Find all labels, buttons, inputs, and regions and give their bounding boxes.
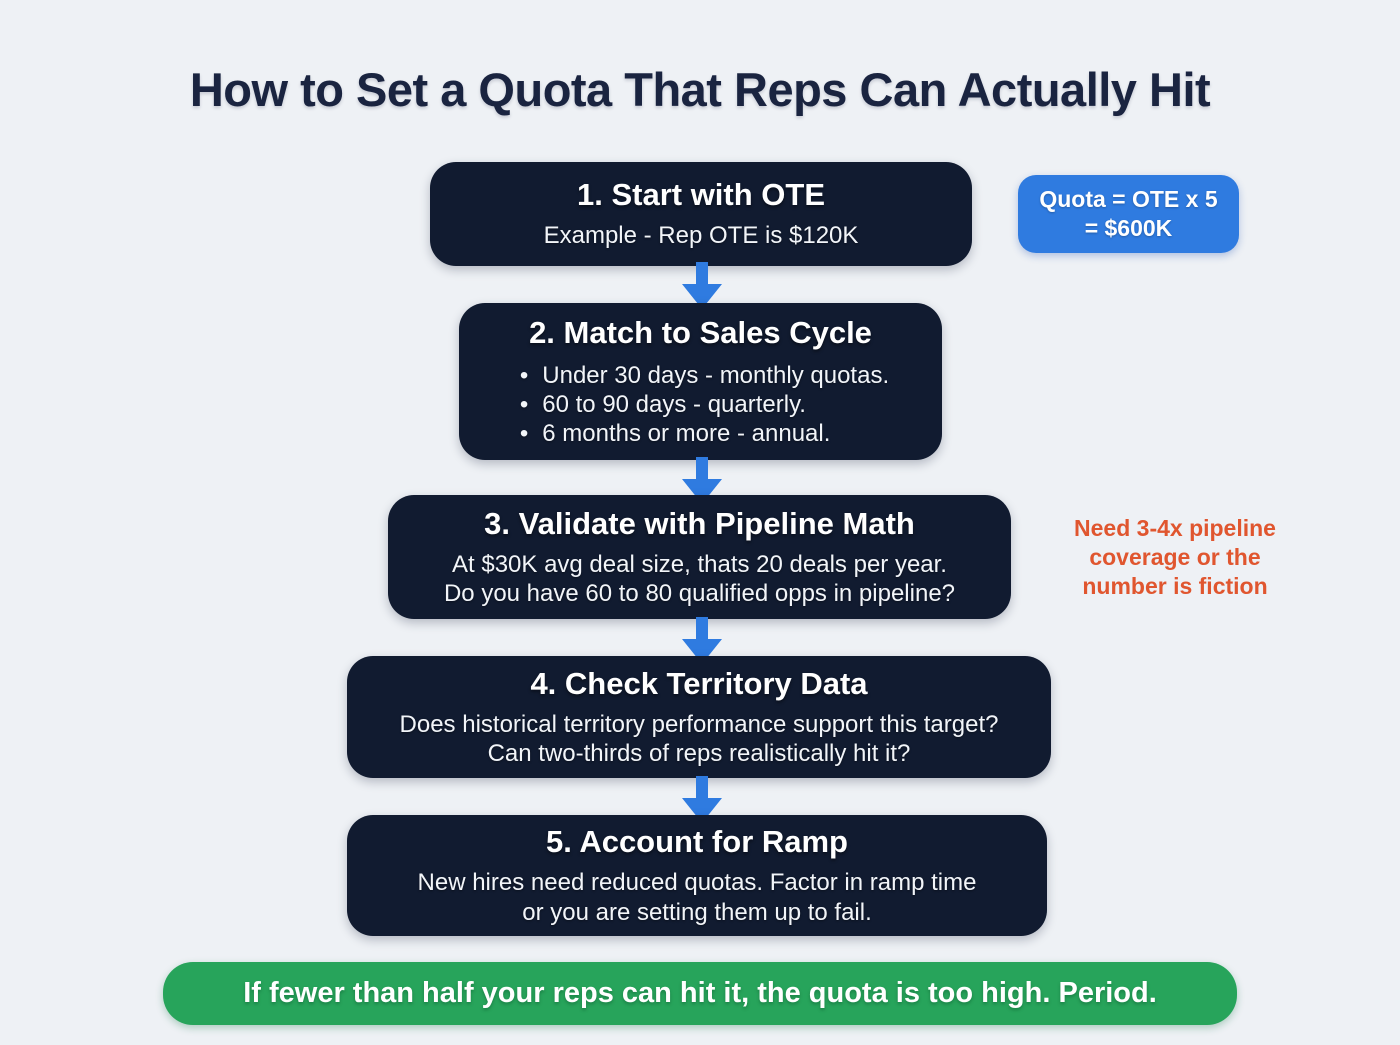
- step-box-account-for-ramp: 5. Account for Ramp New hires need reduc…: [347, 815, 1047, 936]
- step-1-line: Example - Rep OTE is $120K: [543, 222, 859, 250]
- note-line-1: Need 3-4x pipeline: [1074, 515, 1276, 541]
- pipeline-coverage-note: Need 3-4x pipeline coverage or the numbe…: [1050, 514, 1300, 602]
- step-box-check-territory-data: 4. Check Territory Data Does historical …: [347, 656, 1051, 778]
- sales-cycle-bullet-list: Under 30 days - monthly quotas. 60 to 90…: [512, 361, 889, 449]
- down-arrow-icon: [682, 617, 722, 664]
- footer-text: If fewer than half your reps can hit it,…: [243, 977, 1157, 1009]
- down-arrow-icon: [682, 262, 722, 309]
- step-2-title: 2. Match to Sales Cycle: [529, 314, 872, 350]
- down-arrow-icon: [682, 776, 722, 823]
- bullet-item: 6 months or more - annual.: [512, 419, 889, 448]
- bullet-item: 60 to 90 days - quarterly.: [512, 390, 889, 419]
- step-5-title: 5. Account for Ramp: [546, 824, 848, 860]
- step-box-validate-pipeline-math: 3. Validate with Pipeline Math At $30K a…: [388, 495, 1011, 619]
- note-line-2: coverage or the: [1089, 544, 1261, 571]
- step-3-line-2: Do you have 60 to 80 qualified opps in p…: [443, 580, 956, 607]
- step-4-line-2: Can two-thirds of reps realistically hit…: [487, 740, 911, 767]
- down-arrow-icon: [682, 457, 722, 504]
- footer-banner: If fewer than half your reps can hit it,…: [163, 962, 1237, 1025]
- step-box-match-sales-cycle: 2. Match to Sales Cycle Under 30 days - …: [459, 303, 942, 460]
- step-3-line-1: At $30K avg deal size, thats 20 deals pe…: [452, 550, 947, 578]
- step-3-title: 3. Validate with Pipeline Math: [484, 505, 915, 541]
- callout-line-1: Quota = OTE x 5: [1039, 186, 1218, 213]
- step-5-line-2: or you are setting them up to fail.: [522, 898, 872, 926]
- callout-line-2: = $600K: [1084, 215, 1173, 241]
- bullet-item: Under 30 days - monthly quotas.: [512, 361, 889, 390]
- note-line-3: number is fiction: [1082, 573, 1268, 600]
- step-4-line-1: Does historical territory performance su…: [399, 710, 999, 738]
- step-box-start-with-ote: 1. Start with OTE Example - Rep OTE is $…: [430, 162, 972, 266]
- step-1-title: 1. Start with OTE: [576, 177, 826, 213]
- step-4-title: 4. Check Territory Data: [530, 665, 868, 701]
- step-5-line-1: New hires need reduced quotas. Factor in…: [417, 869, 977, 897]
- page-title: How to Set a Quota That Reps Can Actuall…: [189, 63, 1211, 116]
- quota-formula-callout: Quota = OTE x 5 = $600K: [1018, 175, 1239, 253]
